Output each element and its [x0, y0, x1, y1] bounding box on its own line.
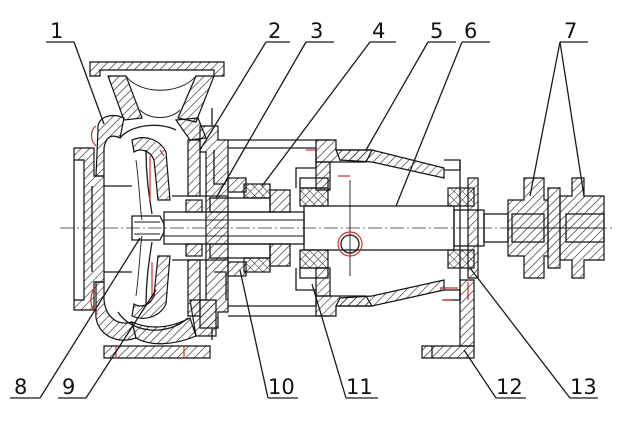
- part-label-3: 3: [310, 19, 323, 43]
- part-label-10: 10: [268, 375, 295, 399]
- part-label-2: 2: [268, 19, 281, 43]
- part-label-13: 13: [570, 375, 597, 399]
- part-label-11: 11: [346, 375, 373, 399]
- impeller: [131, 137, 171, 319]
- bearing-bracket: [228, 139, 479, 317]
- part-label-4: 4: [372, 19, 385, 43]
- part-label-1: 1: [50, 19, 63, 43]
- part-label-7: 7: [564, 19, 577, 43]
- part-label-12: 12: [496, 375, 523, 399]
- part-labels: 1 2 3 4 5 6 7 8 9 10 11 12 13: [14, 19, 597, 399]
- part-label-5: 5: [430, 19, 443, 43]
- part-label-8: 8: [14, 375, 27, 399]
- leader-lines: [10, 41, 598, 399]
- part-label-6: 6: [464, 19, 477, 43]
- part-label-9: 9: [62, 375, 75, 399]
- mechanical-seal: [185, 150, 291, 300]
- coupling: [507, 177, 605, 279]
- pump-cover: [172, 108, 229, 340]
- support-foot: [421, 279, 475, 359]
